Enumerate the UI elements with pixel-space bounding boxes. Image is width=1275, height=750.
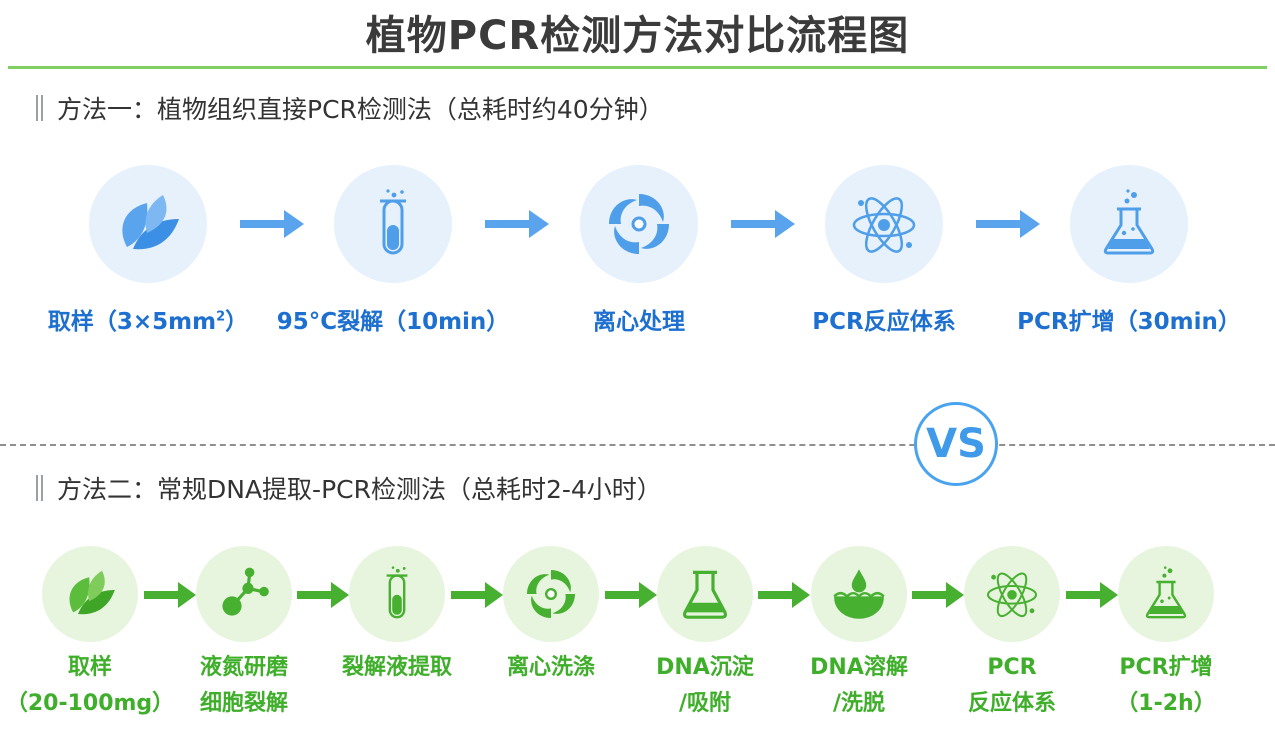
page-title: 植物PCR检测方法对比流程图 bbox=[365, 13, 910, 59]
method1-step-2-label: 95°C裂解（10min） bbox=[276, 309, 510, 335]
flask-icon bbox=[1145, 566, 1187, 619]
method1-step-3-circle bbox=[580, 165, 698, 283]
arrow-right-icon bbox=[1066, 582, 1118, 608]
method1-step-4-label: PCR反应体系 bbox=[812, 309, 956, 335]
heading-bar bbox=[36, 475, 38, 501]
vs-badge: VS bbox=[914, 402, 998, 486]
label-line-1: 取样 bbox=[67, 655, 112, 680]
method1-step-1-text: 取样（3×5mm bbox=[47, 309, 217, 335]
flask-icon bbox=[1103, 189, 1155, 255]
method1-heading-text: 方法一：植物组织直接PCR检测法（总耗时约40分钟） bbox=[57, 95, 664, 124]
label-line-2: （20-100mg） bbox=[5, 691, 175, 716]
test-tube-icon bbox=[380, 189, 406, 255]
label-line-1: 裂解液提取 bbox=[341, 655, 452, 680]
method1-step-1-label: 取样（3×5mm2） bbox=[18, 302, 278, 336]
method1-step-5-label: PCR扩增（30min） bbox=[1017, 309, 1241, 335]
arrow-right-icon bbox=[605, 582, 657, 608]
centrifuge-icon bbox=[527, 570, 575, 618]
method2-step-2-label: 液氮研磨 细胞裂解 bbox=[154, 650, 334, 722]
dashed-divider bbox=[0, 444, 1275, 446]
method2-step-5-label: DNA沉淀 /吸附 bbox=[615, 650, 795, 722]
method2-step-4-label: 离心洗涤 bbox=[461, 650, 641, 686]
method2-step-2-circle bbox=[196, 546, 292, 642]
heading-bar bbox=[41, 475, 43, 501]
method2-step-8-label: PCR扩增 （1-2h） bbox=[1076, 650, 1256, 722]
arrow-right-icon bbox=[144, 582, 196, 608]
arrow-right-icon bbox=[240, 210, 304, 238]
label-line-2: （1-2h） bbox=[1116, 691, 1216, 716]
label-line-1: PCR bbox=[987, 655, 1037, 680]
method1-step-1-suffix: ） bbox=[225, 309, 249, 335]
atom-icon bbox=[852, 197, 916, 253]
label-line-2: /洗脱 bbox=[832, 691, 886, 716]
arrow-right-icon bbox=[976, 210, 1040, 238]
arrow-right-icon bbox=[297, 582, 349, 608]
leaf-icon bbox=[122, 195, 179, 250]
superscript: 2 bbox=[216, 309, 226, 325]
method2-step-7-label: PCR 反应体系 bbox=[922, 650, 1102, 722]
label-line-1: 液氮研磨 bbox=[199, 655, 288, 680]
method2-step-6-circle bbox=[811, 546, 907, 642]
label-line-1: DNA沉淀 bbox=[656, 655, 754, 680]
label-line-1: 离心洗涤 bbox=[506, 655, 595, 680]
method2-step-4-circle bbox=[503, 546, 599, 642]
heading-bar bbox=[41, 95, 43, 121]
method1-heading: 方法一：植物组织直接PCR检测法（总耗时约40分钟） bbox=[36, 90, 664, 126]
label-line-2: 细胞裂解 bbox=[199, 691, 288, 716]
test-tube-icon bbox=[386, 566, 408, 619]
method2-heading-text: 方法二：常规DNA提取-PCR检测法（总耗时2-4小时） bbox=[57, 475, 662, 504]
arrow-right-icon bbox=[731, 210, 795, 238]
method2-step-1-label: 取样 （20-100mg） bbox=[0, 650, 180, 722]
method2-step-3-circle bbox=[349, 546, 445, 642]
beaker-icon bbox=[683, 570, 727, 619]
arrow-right-icon bbox=[912, 582, 964, 608]
arrow-right-icon bbox=[485, 210, 549, 238]
method2-step-5-circle bbox=[657, 546, 753, 642]
atom-icon bbox=[987, 572, 1037, 618]
method2-heading: 方法二：常规DNA提取-PCR检测法（总耗时2-4小时） bbox=[36, 470, 662, 506]
molecule-icon bbox=[222, 567, 269, 616]
arrow-right-icon bbox=[758, 582, 810, 608]
method2-step-3-label: 裂解液提取 bbox=[307, 650, 487, 686]
arrow-right-icon bbox=[451, 582, 503, 608]
label-line-1: PCR扩增 bbox=[1119, 655, 1213, 680]
method1-step-4-circle bbox=[825, 165, 943, 283]
method1-step-3-label: 离心处理 bbox=[593, 309, 685, 335]
heading-bar bbox=[36, 95, 38, 121]
label-line-1: DNA溶解 bbox=[810, 655, 908, 680]
centrifuge-icon bbox=[609, 194, 669, 254]
method1-step-2-circle bbox=[334, 165, 452, 283]
leaf-icon bbox=[69, 570, 115, 615]
method1-step-5-circle bbox=[1070, 165, 1188, 283]
label-line-2: 反应体系 bbox=[967, 691, 1056, 716]
method2-step-1-circle bbox=[42, 546, 138, 642]
method2-step-8-circle bbox=[1118, 546, 1214, 642]
method2-step-6-label: DNA溶解 /洗脱 bbox=[769, 650, 949, 722]
dissolve-icon bbox=[833, 569, 885, 619]
label-line-2: /吸附 bbox=[678, 691, 732, 716]
method1-step-1-circle bbox=[89, 165, 207, 283]
title-underline bbox=[8, 66, 1267, 69]
method2-step-7-circle bbox=[964, 546, 1060, 642]
